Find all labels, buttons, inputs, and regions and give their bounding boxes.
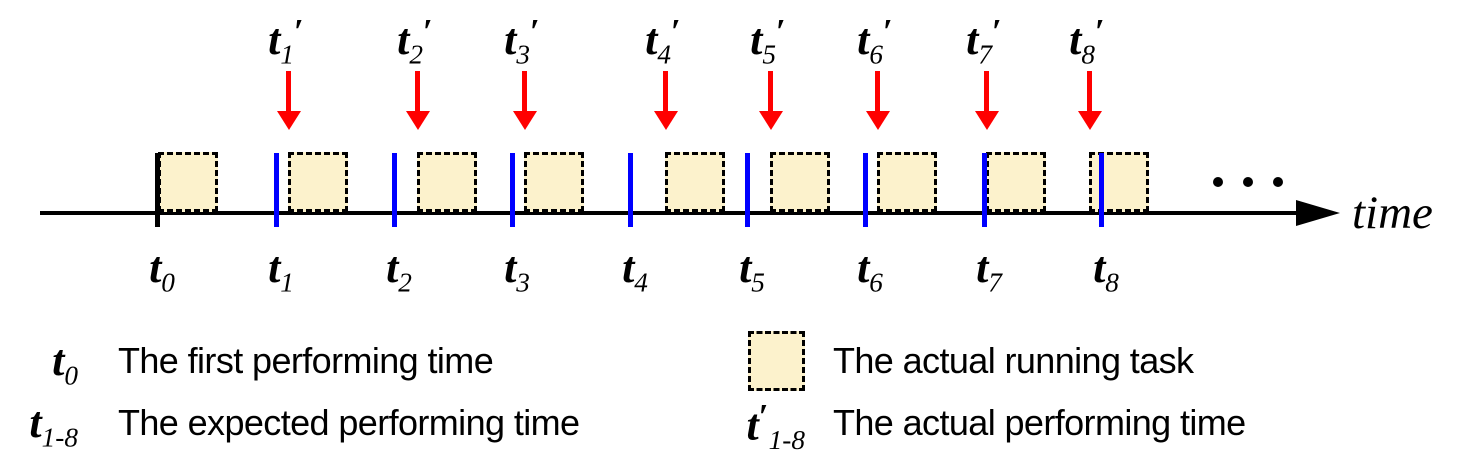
task-box-t6 <box>877 152 937 212</box>
legend-symbol-task-box <box>700 331 805 391</box>
task-box-t1 <box>288 152 348 212</box>
actual-time-label-t6: t6′ <box>857 12 893 70</box>
actual-time-label-t7: t7′ <box>966 12 1002 70</box>
actual-time-arrow-shaft-t2 <box>415 71 420 111</box>
legend-t1-8-sub: 1-8 <box>41 422 78 453</box>
actual-time-label-t3: t3′ <box>504 12 540 70</box>
time-axis-arrowhead-icon <box>1296 200 1340 226</box>
axis-label-t7: t7 <box>976 243 1002 298</box>
task-box-t4 <box>665 152 725 212</box>
legend-item-actual-performing-time: t′1-8 The actual performing time <box>700 392 1247 454</box>
axis-label-t1: t1 <box>268 243 294 298</box>
actual-time-arrow-head-icon-t3 <box>513 111 537 130</box>
actual-time-arrow-head-icon-t2 <box>406 111 430 130</box>
ellipsis-dot-3 <box>1273 177 1283 187</box>
task-box-t5 <box>770 152 830 212</box>
legend-text-actual-running-task: The actual running task <box>833 340 1194 381</box>
actual-time-label-t2: t2′ <box>397 12 433 70</box>
tick-t2 <box>392 153 397 227</box>
axis-label-t6: t6 <box>857 243 883 298</box>
task-box-t0 <box>158 152 218 212</box>
ellipsis-dot-2 <box>1243 177 1253 187</box>
time-axis-label: time <box>1352 187 1433 239</box>
actual-time-arrow-head-icon-t8 <box>1078 111 1102 130</box>
axis-label-t2: t2 <box>386 243 412 298</box>
tick-t4 <box>628 153 633 227</box>
actual-time-arrow-head-icon-t7 <box>975 111 999 130</box>
ellipsis-dot-1 <box>1213 177 1223 187</box>
tick-t8 <box>1099 153 1104 227</box>
legend-item-actual-running-task: The actual running task <box>700 330 1194 392</box>
actual-time-arrow-shaft-t5 <box>768 71 773 111</box>
axis-label-t5: t5 <box>739 243 765 298</box>
axis-label-t4: t4 <box>622 243 648 298</box>
tick-t0 <box>155 153 160 227</box>
tick-t3 <box>510 153 515 227</box>
actual-time-arrow-shaft-t7 <box>984 71 989 111</box>
tick-t7 <box>982 153 987 227</box>
actual-time-arrow-shaft-t3 <box>522 71 527 111</box>
task-box-legend-icon <box>748 331 805 391</box>
legend-t0-sub: 0 <box>64 360 78 391</box>
legend-t0-base: t <box>52 336 65 385</box>
legend-symbol-t-prime-1-8: t′1-8 <box>700 396 806 454</box>
task-box-t7 <box>986 152 1046 212</box>
legend-text-first-performing-time: The first performing time <box>118 340 494 381</box>
legend-t1-8-base: t <box>29 398 42 447</box>
legend-item-first-performing-time: t0 The first performing time <box>0 330 494 392</box>
time-axis-line <box>40 211 1296 215</box>
legend-t-prime-base: t <box>746 400 759 450</box>
legend-text-expected-performing-time: The expected performing time <box>118 402 580 443</box>
actual-time-label-t1: t1′ <box>268 12 304 70</box>
legend-t-prime-sub: 1-8 <box>768 424 805 455</box>
actual-time-arrow-shaft-t6 <box>875 71 880 111</box>
axis-label-t3: t3 <box>504 243 530 298</box>
actual-time-label-t4: t4′ <box>645 12 681 70</box>
task-box-t2 <box>417 152 477 212</box>
actual-time-arrow-shaft-t4 <box>663 71 668 111</box>
axis-label-t8: t8 <box>1093 243 1119 298</box>
actual-time-arrow-head-icon-t4 <box>654 111 678 130</box>
actual-time-label-t5: t5′ <box>750 12 786 70</box>
actual-time-arrow-shaft-t1 <box>286 71 291 111</box>
legend-item-expected-performing-time: t1-8 The expected performing time <box>0 392 580 454</box>
axis-label-t0: t0 <box>149 243 175 298</box>
actual-time-arrow-head-icon-t5 <box>759 111 783 130</box>
legend-symbol-t0: t0 <box>0 336 78 390</box>
task-box-t3 <box>524 152 584 212</box>
actual-time-arrow-head-icon-t1 <box>277 111 301 130</box>
task-box-t8 <box>1089 152 1149 212</box>
legend-symbol-t1-8: t1-8 <box>0 398 78 452</box>
actual-time-label-t8: t8′ <box>1069 12 1105 70</box>
legend-text-actual-performing-time: The actual performing time <box>833 402 1246 443</box>
tick-t5 <box>745 153 750 227</box>
tick-t6 <box>863 153 868 227</box>
actual-time-arrow-head-icon-t6 <box>866 111 890 130</box>
actual-time-arrow-shaft-t8 <box>1087 71 1092 111</box>
tick-t1 <box>274 153 279 227</box>
legend-prime-mark: ′ <box>758 396 769 436</box>
